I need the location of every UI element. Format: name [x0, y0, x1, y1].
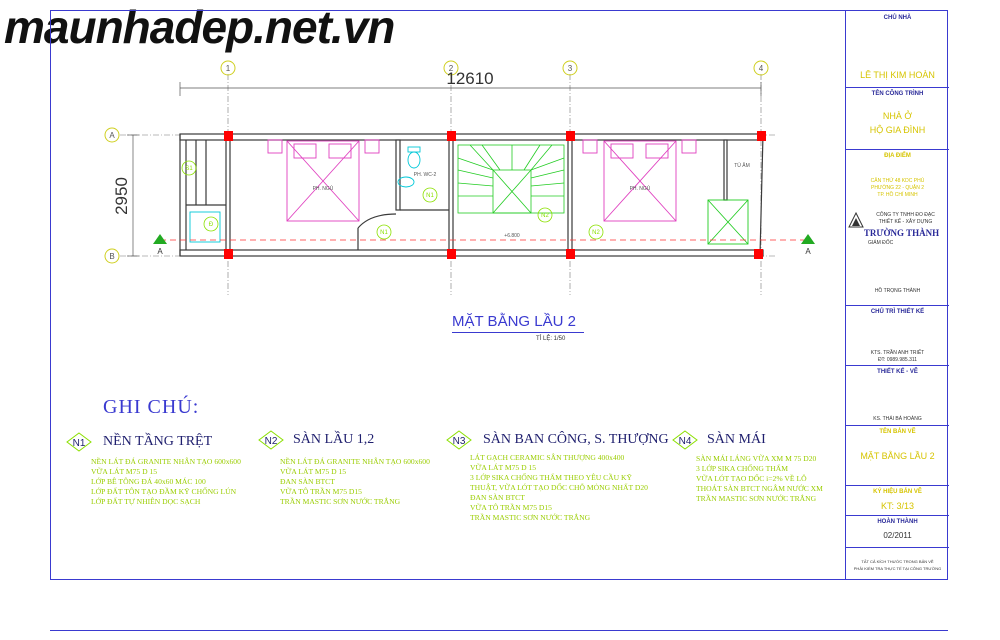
tb-project-row: TÊN CÔNG TRÌNH NHÀ Ở HỘ GIA ĐÌNH — [846, 88, 949, 150]
tag-n1-b: N1 — [380, 230, 388, 236]
notes-title: GHI CHÚ: — [103, 396, 200, 418]
plan-title-underline — [452, 332, 584, 333]
tb-complete-label: HOÀN THÀNH — [877, 519, 918, 525]
note-heading-n4: SÀN MÁI — [707, 432, 766, 447]
beds — [267, 139, 697, 222]
tb-sheet-value: KT: 3/13 — [880, 501, 915, 511]
tb-sheet-row: KÝ HIỆU BẢN VẼ KT: 3/13 — [846, 486, 949, 516]
tb-location-line2: PHƯỜNG 22 - QUẬN 2 — [870, 185, 924, 191]
overall-dimension: 12610 — [446, 69, 493, 88]
note-heading-n2: SÀN LẦU 1,2 — [293, 432, 375, 447]
tb-director-label: GIÁM ĐỐC — [868, 240, 894, 246]
tb-location-label: ĐỊA ĐIỂM — [884, 153, 911, 159]
level-mark: +6.800 — [504, 233, 520, 239]
note-badge-n4: N4 — [672, 430, 698, 450]
plan-scale: TỈ LỆ: 1/50 — [536, 336, 566, 342]
tb-chief-label: CHỦ TRÌ THIẾT KẾ — [870, 309, 925, 315]
tb-project-line2: HỘ GIA ĐÌNH — [869, 125, 926, 135]
tb-drawing-label: TÊN BẢN VẼ — [879, 429, 916, 435]
tag-s1: S1 — [185, 166, 193, 172]
axis-label-b: B — [109, 252, 114, 261]
tb-company-row: CÔNG TY TNHH ĐO ĐẠC THIẾT KẾ - XÂY DỰNG … — [846, 206, 949, 306]
columns — [224, 131, 766, 259]
tb-location-line1: CĂN THỨ 48 KDC PHÚ — [870, 178, 925, 184]
title-block: CHỦ NHÀ LÊ THỊ KIM HOÀN TÊN CÔNG TRÌNH N… — [845, 10, 949, 580]
tb-chief-row: CHỦ TRÌ THIẾT KẾ KTS. TRẦN ANH TRIẾT ĐT:… — [846, 306, 949, 366]
tag-n2-b: N2 — [592, 230, 600, 236]
walls — [179, 133, 764, 257]
tag-n2-a: N2 — [541, 213, 549, 219]
drawing-frame — [50, 10, 948, 580]
axis-label-3: 3 — [568, 64, 573, 73]
tb-footnote-line1: TẤT CẢ KÍCH THƯỚC TRONG BẢN VẼ — [861, 559, 934, 564]
axis-label-4: 4 — [759, 64, 764, 73]
tb-owner-label: CHỦ NHÀ — [883, 15, 912, 21]
tb-location-line3: TP. HỒ CHÍ MINH — [877, 192, 918, 198]
svg-text:N1: N1 — [73, 438, 86, 449]
note-badge-n3: N3 — [446, 430, 472, 450]
tb-complete-row: HOÀN THÀNH 02/2011 — [846, 516, 949, 548]
tb-design-name: KS. THÁI BÁ HOÀNG — [873, 416, 922, 422]
axis-label-1: 1 — [226, 64, 231, 73]
section-marker-left — [153, 234, 167, 244]
tb-project-line1: NHÀ Ở — [882, 111, 913, 121]
section-label-right: A — [805, 247, 811, 256]
axis-label-a: A — [109, 131, 115, 140]
tb-sheet-label: KÝ HIỆU BẢN VẼ — [873, 489, 922, 495]
note-lines-n3: LÁT GẠCH CERAMIC SÂN THƯỢNG 400x400 VỮA … — [470, 453, 648, 522]
room-label-bedroom-left: PH. NGỦ — [313, 185, 334, 192]
company-logo-icon — [848, 212, 864, 228]
tb-company-name: TRƯỜNG THÀNH — [863, 228, 940, 238]
tag-n1-a: N1 — [426, 193, 434, 199]
side-dimension: 2950 — [112, 177, 131, 215]
stair — [457, 144, 565, 214]
tb-drawing-row: TÊN BẢN VẼ MẶT BẰNG LẦU 2 — [846, 426, 949, 486]
site-watermark: maunhadep.net.vn — [4, 1, 395, 53]
tb-design-row: THIẾT KẾ - VẼ KS. THÁI BÁ HOÀNG — [846, 366, 949, 426]
tb-owner-name: LÊ THỊ KIM HOÀN — [860, 70, 935, 80]
axis-label-2: 2 — [449, 64, 454, 73]
tb-drawing-name: MẶT BẰNG LẦU 2 — [860, 451, 935, 461]
note-lines-n1: NỀN LÁT ĐÁ GRANITE NHÂN TẠO 600x600 VỮA … — [91, 457, 241, 506]
tb-footnote-row: TẤT CẢ KÍCH THƯỚC TRONG BẢN VẼ PHẢI KIỂM… — [846, 548, 949, 580]
axis-bubbles: 1 2 3 4 A B — [104, 60, 769, 264]
tag-d: Đ — [209, 222, 214, 228]
note-lines-n2: NỀN LÁT ĐÁ GRANITE NHÂN TẠO 600x600 VỮA … — [280, 457, 430, 506]
tb-company-line1: CÔNG TY TNHH ĐO ĐẠC — [876, 212, 935, 218]
tb-project-label: TÊN CÔNG TRÌNH — [871, 91, 924, 97]
floor-plan: 1 2 3 4 A B 12610 2950 — [104, 60, 815, 295]
note-lines-n4: SÀN MÁI LÁNG VỮA XM M 75 D20 3 LỚP SIKA … — [696, 454, 823, 503]
wc-fixtures — [189, 146, 749, 245]
svg-text:N3: N3 — [453, 436, 466, 447]
section-marker-right — [801, 234, 815, 244]
svg-text:N2: N2 — [265, 436, 278, 447]
section-label-left: A — [157, 247, 163, 256]
room-label-wc: PH. WC-2 — [414, 172, 437, 178]
tb-complete-value: 02/2011 — [883, 531, 912, 540]
note-badge-n1: N1 — [66, 432, 92, 452]
note-heading-n1: NỀN TẦNG TRỆT — [103, 434, 213, 449]
note-badge-n2: N2 — [258, 430, 284, 450]
room-label-closet: TỦ ÂM — [734, 162, 750, 169]
tb-chief-line1: KTS. TRẦN ANH TRIẾT — [870, 350, 925, 356]
tb-director-name: HỒ TRỌNG THÀNH — [874, 288, 921, 294]
plan-title: MẶT BẰNG LẦU 2 — [452, 313, 576, 330]
tags — [181, 160, 604, 240]
tb-location-row: ĐỊA ĐIỂM CĂN THỨ 48 KDC PHÚ PHƯỜNG 22 - … — [846, 150, 949, 206]
tb-company-line2: THIẾT KẾ - XÂY DỰNG — [878, 219, 933, 225]
tb-chief-line2: ĐT: 0989.985.311 — [877, 357, 918, 363]
bottom-border-line — [50, 630, 948, 631]
tb-owner-row: CHỦ NHÀ LÊ THỊ KIM HOÀN — [846, 10, 949, 88]
svg-text:N4: N4 — [679, 436, 692, 447]
tb-footnote-line2: PHẢI KIỂM TRA THỰC TẾ TẠI CÔNG TRƯỜNG — [853, 566, 942, 571]
note-heading-n3: SÀN BAN CÔNG, S. THƯỢNG — [483, 432, 669, 447]
tb-design-label: THIẾT KẾ - VẼ — [877, 369, 918, 375]
room-label-bedroom-right: PH. NGỦ — [630, 185, 651, 192]
